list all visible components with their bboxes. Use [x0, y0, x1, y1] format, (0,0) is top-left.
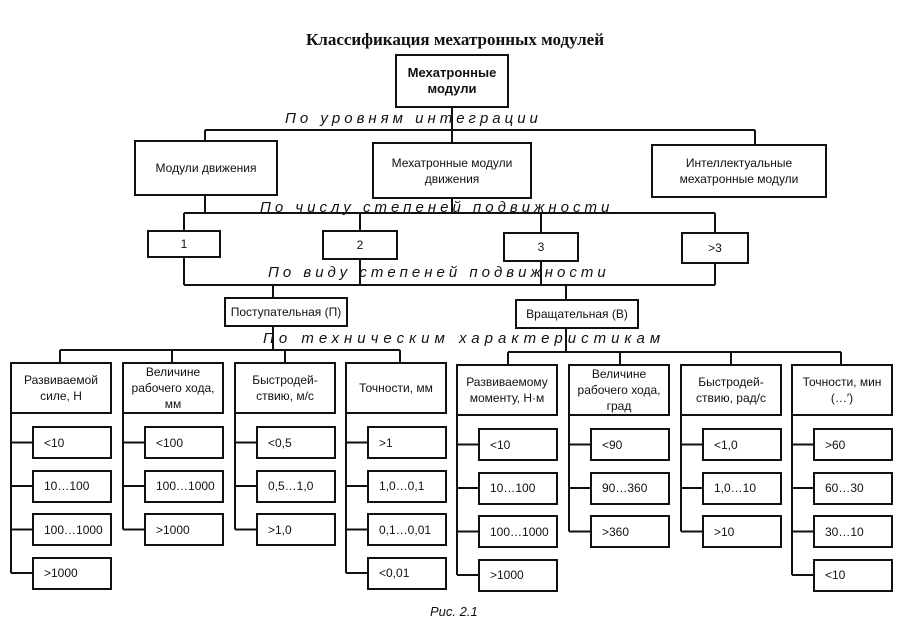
tech-item: >1,0	[256, 513, 336, 546]
node-integration-2: Мехатронные модули движения	[372, 142, 532, 199]
tech-item: <90	[590, 428, 670, 461]
node-translational: Поступательная (П)	[224, 297, 348, 327]
diagram-title: Классификация мехатронных модулей	[305, 30, 605, 49]
tech-item: <10	[32, 426, 112, 459]
tech-group-header: Точности, мм	[345, 362, 447, 414]
tech-item: 0,1…0,01	[367, 513, 447, 546]
tech-group-header: Точности, мин (…′)	[791, 364, 893, 416]
tech-group-header: Величине рабочего хода, мм	[122, 362, 224, 414]
node-dof-count-4: >3	[681, 232, 749, 264]
tech-group-header: Быстродей-ствию, м/с	[234, 362, 336, 414]
tech-item: <0,01	[367, 556, 447, 590]
tech-item: <10	[478, 428, 558, 461]
tech-item: <10	[813, 558, 893, 592]
tech-item: 1,0…0,1	[367, 469, 447, 503]
tech-item: 100…1000	[32, 513, 112, 546]
node-dof-count-1: 1	[147, 230, 221, 258]
criterion-dof-count: По числу степеней подвижности	[260, 199, 614, 216]
tech-item: 10…100	[32, 469, 112, 503]
tech-item: <1,0	[702, 428, 782, 461]
tech-item: >10	[702, 515, 782, 548]
tech-item: 30…10	[813, 515, 893, 548]
tech-group-header: Развиваемой силе, Н	[10, 362, 112, 414]
tech-group-header: Развиваемому моменту, Н·м	[456, 364, 558, 416]
tech-item: >1	[367, 426, 447, 459]
tech-item: <100	[144, 426, 224, 459]
tech-item: 60…30	[813, 471, 893, 505]
tech-item: 10…100	[478, 471, 558, 505]
tech-item: 0,5…1,0	[256, 469, 336, 503]
tech-item: 1,0…10	[702, 471, 782, 505]
node-integration-1: Модули движения	[134, 140, 278, 196]
tech-item: 100…1000	[478, 515, 558, 548]
tech-item: >1000	[32, 556, 112, 590]
tech-item: >1000	[144, 513, 224, 546]
tech-group-header: Величине рабочего хода, град	[568, 364, 670, 416]
node-dof-count-3: 3	[503, 232, 579, 262]
tech-group-header: Быстродей-ствию, рад/с	[680, 364, 782, 416]
tech-item: >1000	[478, 558, 558, 592]
node-rotational: Вращательная (В)	[515, 299, 639, 329]
tech-item: 90…360	[590, 471, 670, 505]
tech-item: 100…1000	[144, 469, 224, 503]
tech-item: <0,5	[256, 426, 336, 459]
tech-item: >360	[590, 515, 670, 548]
node-dof-count-2: 2	[322, 230, 398, 260]
tech-item: >60	[813, 428, 893, 461]
criterion-dof-type: По виду степеней подвижности	[268, 264, 610, 281]
root-node: Мехатронные модули	[395, 54, 509, 108]
figure-caption: Рис. 2.1	[430, 604, 478, 619]
node-integration-3: Интеллектуальные мехатронные модули	[651, 144, 827, 198]
criterion-tech: По техническим характеристикам	[263, 330, 666, 347]
criterion-integration: По уровням интеграции	[285, 110, 542, 127]
